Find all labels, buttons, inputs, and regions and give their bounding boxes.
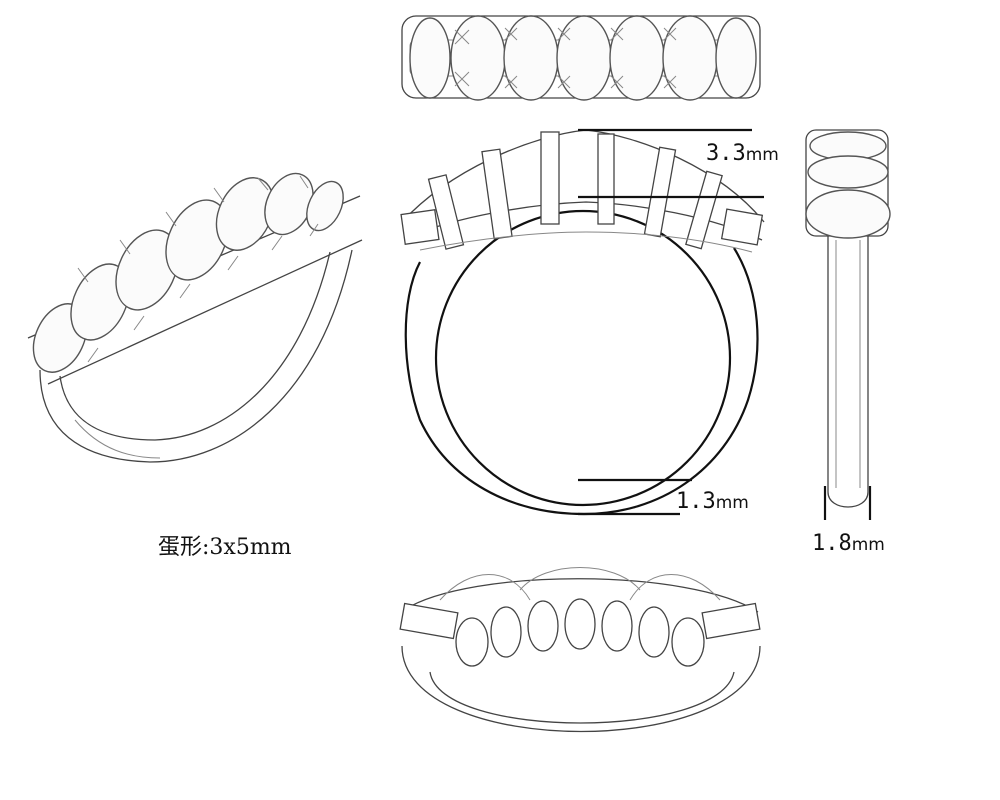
prong-5 [597, 133, 615, 225]
svg-text:1.8mm: 1.8mm [812, 531, 885, 556]
gallery-hole-5 [601, 600, 633, 652]
height-dimension: 3.3mm [578, 128, 779, 199]
band-outer [404, 247, 759, 516]
prong-2 [427, 174, 465, 250]
band-width-value: 1.8 [812, 531, 852, 556]
svg-text:3.3mm: 3.3mm [706, 141, 779, 166]
gallery-hole-6 [638, 606, 670, 658]
side-view [805, 129, 891, 508]
gallery-hole-4 [564, 598, 596, 650]
prong-8 [720, 208, 764, 246]
gallery-hole-2 [490, 606, 522, 658]
band-inner [434, 209, 732, 507]
persp-stone-4 [165, 199, 229, 281]
bottom-view-openings [455, 598, 705, 667]
gallery-hole-1 [455, 617, 489, 667]
top-view [401, 15, 761, 101]
prong-3 [481, 148, 513, 240]
prong-1 [400, 209, 440, 245]
front-prongs [400, 131, 764, 250]
prong-6 [643, 146, 677, 238]
side-stone-2 [807, 155, 889, 189]
top-stone-6 [662, 15, 718, 101]
bottom-view [399, 567, 761, 733]
side-stone-3 [805, 189, 891, 239]
top-stone-3 [503, 15, 559, 101]
gallery-hole-3 [527, 600, 559, 652]
prong-7 [685, 170, 723, 250]
height-value: 3.3 [706, 141, 746, 166]
top-stone-4 [556, 15, 612, 101]
svg-text:1.3mm: 1.3mm [676, 489, 749, 514]
top-view-stones [409, 15, 757, 101]
prong-4 [540, 131, 560, 225]
persp-stone-2 [70, 263, 130, 341]
top-stone-7 [715, 17, 757, 99]
front-view [400, 129, 765, 516]
band-thickness-unit: mm [716, 493, 749, 513]
height-unit: mm [746, 145, 779, 165]
top-stone-5 [609, 15, 665, 101]
top-stone-2 [450, 15, 506, 101]
band-width-dimension: 1.8mm [812, 486, 885, 556]
persp-stone-3 [115, 229, 179, 311]
side-view-stones [805, 131, 891, 239]
stone-spec-label: 蛋形:3x5mm [158, 535, 292, 560]
band-thickness-value: 1.3 [676, 489, 716, 514]
gallery-hole-7 [671, 617, 705, 667]
perspective-stones [32, 172, 344, 373]
band-width-unit: mm [852, 535, 885, 555]
top-stone-1 [409, 17, 451, 99]
perspective-view [27, 172, 363, 463]
band-thickness-dimension: 1.3mm [578, 478, 749, 516]
